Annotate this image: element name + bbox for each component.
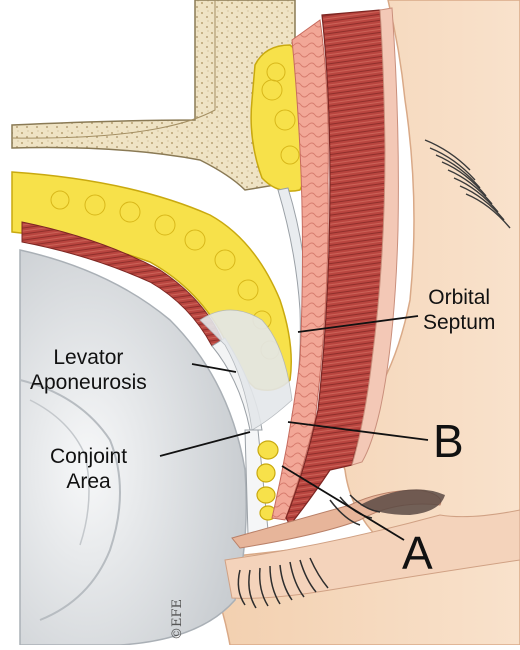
- bone-cortex-inner: [12, 0, 215, 138]
- label-levator-aponeurosis: Levator Aponeurosis: [30, 346, 147, 396]
- artist-signature: ©EFE: [170, 599, 185, 640]
- label-conjoint-area-line2: Area: [50, 470, 127, 495]
- label-orbital-septum-line1: Orbital: [423, 286, 495, 311]
- label-conjoint-area: Conjoint Area: [50, 445, 127, 495]
- label-conjoint-area-line1: Conjoint: [50, 445, 127, 470]
- marker-a: A: [402, 530, 433, 576]
- marker-b: B: [433, 418, 464, 464]
- label-levator-aponeurosis-line1: Levator: [30, 346, 147, 371]
- label-orbital-septum-line2: Septum: [423, 311, 495, 336]
- label-orbital-septum: Orbital Septum: [423, 286, 495, 336]
- label-levator-aponeurosis-line2: Aponeurosis: [30, 371, 147, 396]
